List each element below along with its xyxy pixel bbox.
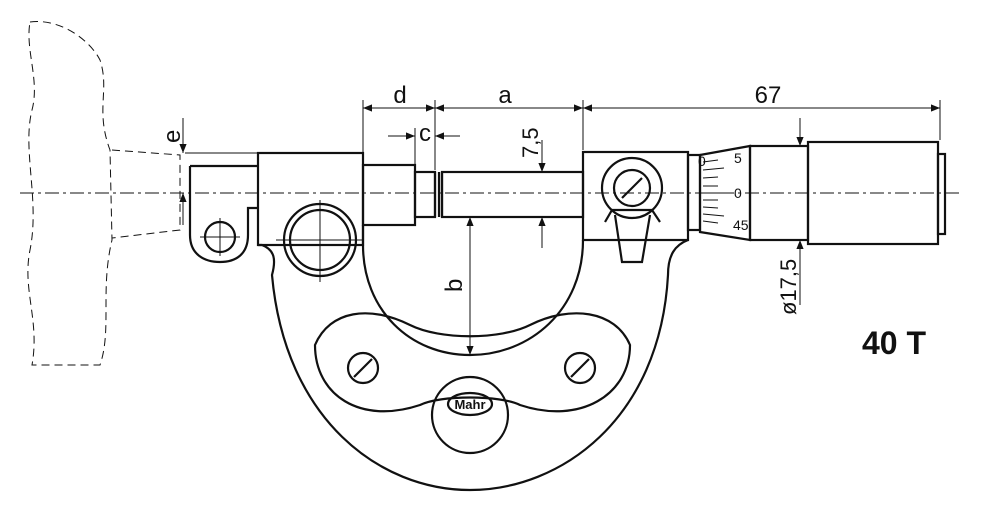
logo-oval — [446, 391, 494, 417]
anvil-ghost — [111, 149, 181, 239]
frame-plate — [313, 312, 632, 413]
sleeve-zero: 0 — [698, 153, 706, 169]
dim-c: c — [419, 120, 431, 147]
logo-text: Mahr — [454, 397, 485, 412]
spindle — [440, 170, 585, 219]
model-label: 40 T — [862, 325, 926, 361]
dim-67: 67 — [755, 82, 782, 109]
hand-outline — [27, 21, 113, 366]
scale-5: 5 — [734, 150, 742, 166]
frame-outer — [258, 238, 689, 492]
screw-left — [346, 351, 380, 385]
logo-boss — [430, 375, 510, 455]
dim-7-5: 7,5 — [518, 127, 543, 158]
lock-lever — [600, 156, 664, 264]
dim-b: b — [441, 279, 468, 292]
barrel-block — [581, 150, 690, 242]
anvil — [361, 163, 417, 227]
clamp — [188, 164, 258, 264]
scale-0: 0 — [734, 185, 742, 201]
ratchet-cap — [936, 152, 947, 236]
screw-right — [563, 351, 597, 385]
dim-a: a — [498, 82, 512, 109]
frame-block — [256, 151, 365, 247]
scale-45: 45 — [733, 217, 749, 233]
dim-e: e — [159, 130, 186, 143]
dim-d: d — [393, 82, 406, 109]
dim-17-5: ø17,5 — [776, 259, 801, 315]
